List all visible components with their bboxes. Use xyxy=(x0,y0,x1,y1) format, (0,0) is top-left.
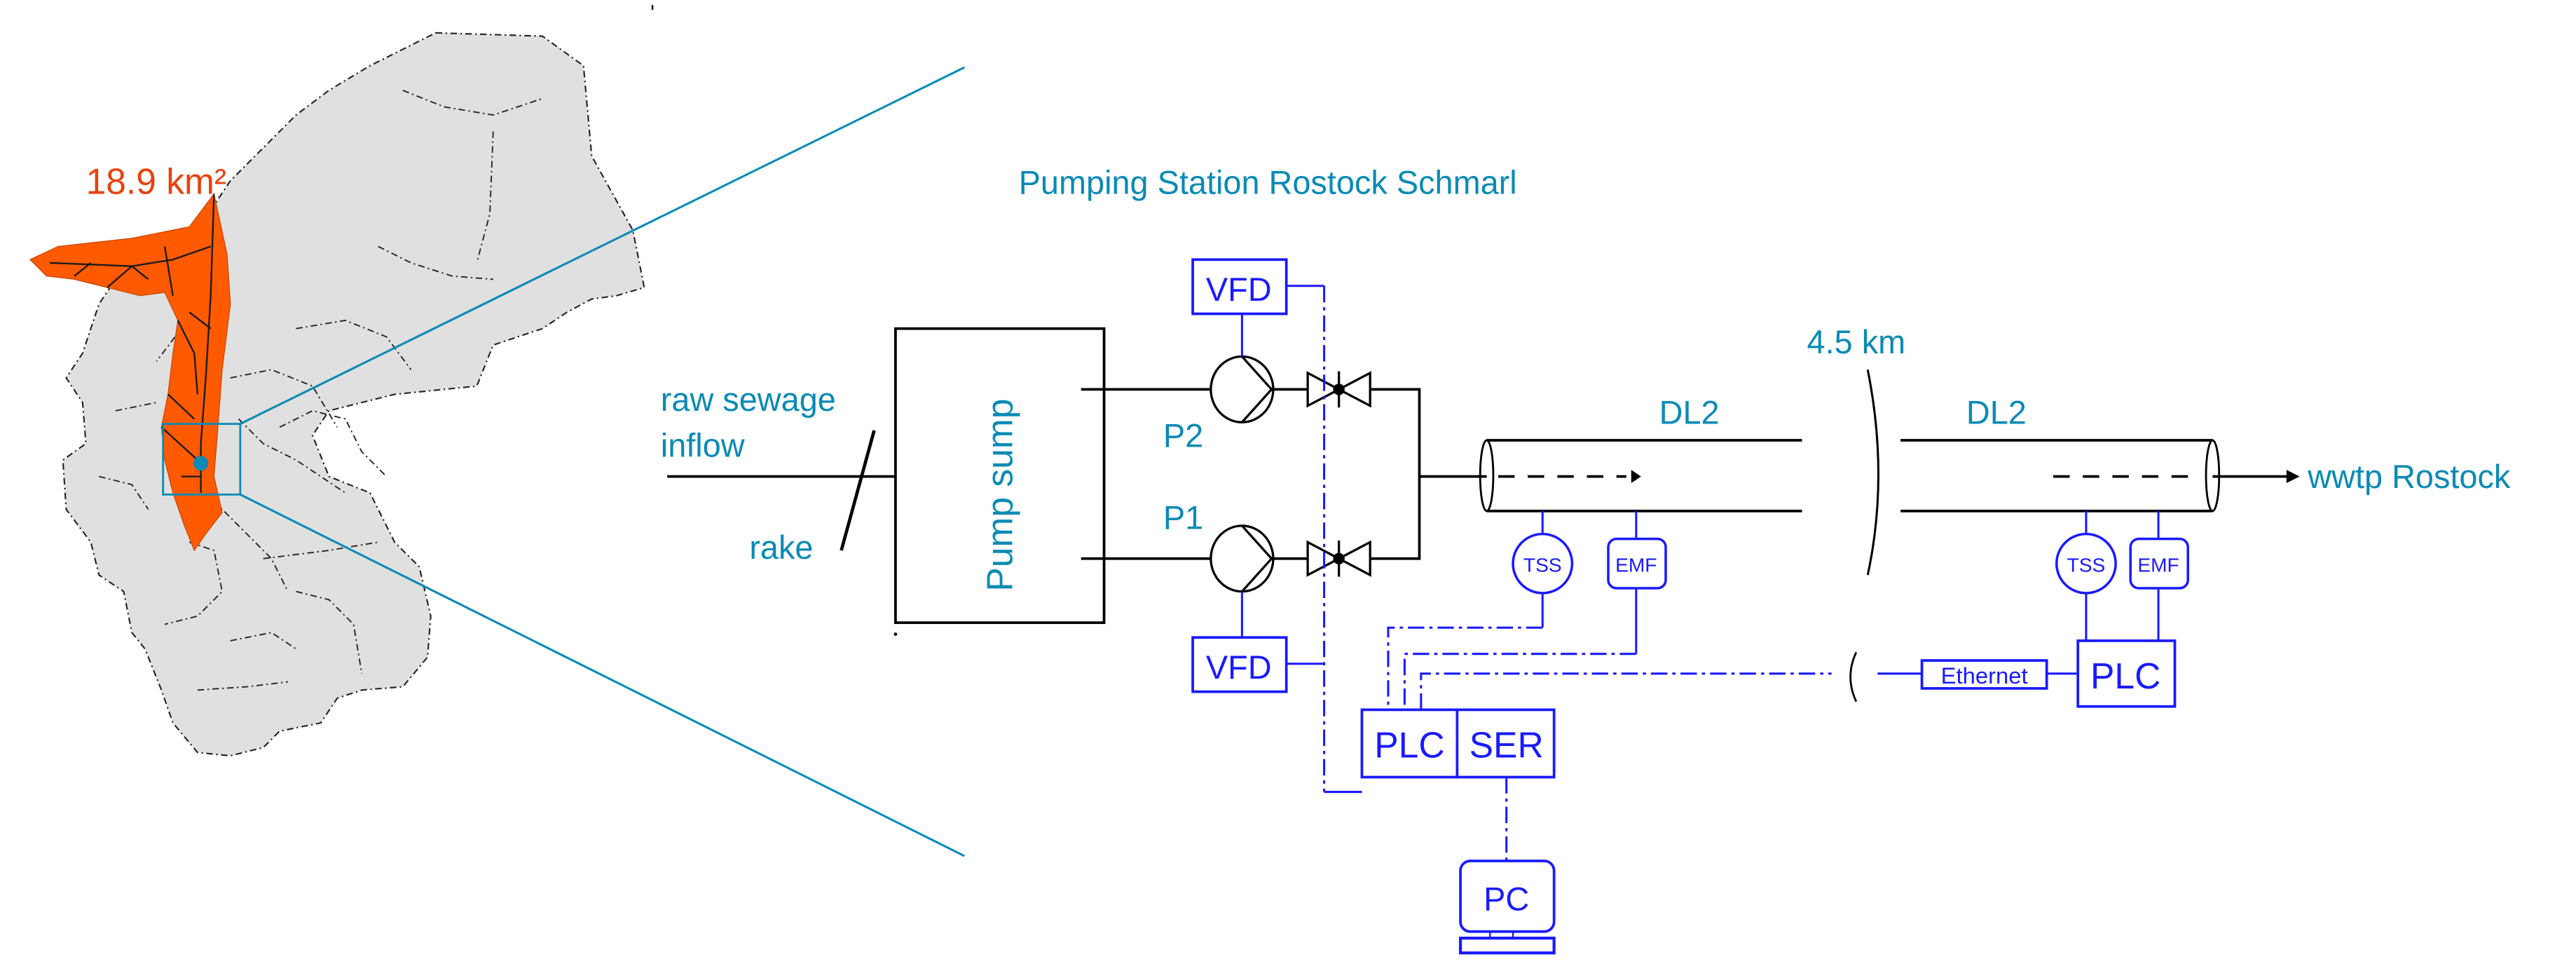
district-boundary xyxy=(238,418,346,494)
plc-remote xyxy=(2076,639,2177,708)
district-boundary xyxy=(99,475,149,510)
district-boundary xyxy=(115,402,157,412)
distance-label: 4.5 km xyxy=(1807,324,1906,360)
outlet-label: wwtp Rostock xyxy=(2307,459,2511,495)
tss-left-label: TSS xyxy=(1523,555,1562,576)
ser-module xyxy=(1455,708,1556,779)
district-boundary xyxy=(230,369,338,428)
inflow-label-line1: raw sewage xyxy=(661,381,836,418)
district-boundary xyxy=(230,632,297,650)
district-boundary xyxy=(296,590,363,674)
rake-label: rake xyxy=(749,529,813,566)
pc-icon xyxy=(1458,860,1556,955)
pressure-pipe-left xyxy=(1479,439,1802,512)
zoom-line-bottom xyxy=(240,494,966,857)
sewer-network xyxy=(49,193,215,494)
catchment-area-label: 18.9 km² xyxy=(86,161,227,202)
ethernet-label: Ethernet xyxy=(1941,663,2028,688)
vfd-top-label: VFD xyxy=(1206,271,1272,308)
manifold xyxy=(1370,388,1487,560)
city-map xyxy=(62,32,645,757)
plc-main-label: PLC xyxy=(1374,724,1444,765)
valve-p2 xyxy=(1306,371,1371,408)
ethernet-bus xyxy=(1420,672,1832,710)
district-boundary xyxy=(213,501,289,592)
distance-break xyxy=(1866,369,1880,576)
city-outline xyxy=(62,32,645,757)
district-boundary xyxy=(197,681,288,691)
pumping-station-marker xyxy=(193,456,209,471)
district-boundary xyxy=(164,541,224,625)
zoom-box xyxy=(162,423,242,496)
sump-dot xyxy=(893,632,898,636)
catchment-polygon xyxy=(29,193,231,552)
plc-remote-label: PLC xyxy=(2090,656,2160,696)
tss-left-bus xyxy=(1387,626,1543,710)
pressure-pipe-right xyxy=(1900,439,2300,512)
catchment-area xyxy=(29,193,231,552)
tss-right-label: TSS xyxy=(2067,555,2106,576)
vfd-bottom xyxy=(1191,636,1288,693)
vfd-bottom-label: VFD xyxy=(1206,649,1272,686)
rake-symbol xyxy=(840,430,876,551)
district-boundary xyxy=(263,541,378,559)
pipe-right-label: DL2 xyxy=(1966,395,2027,431)
valve-p1 xyxy=(1306,540,1371,577)
ser-label: SER xyxy=(1469,724,1544,765)
vfd-top xyxy=(1191,258,1288,315)
zoom-line-top xyxy=(240,66,966,425)
pump-p2-label: P2 xyxy=(1163,417,1203,454)
pc-label: PC xyxy=(1484,881,1529,917)
emf-left-label: EMF xyxy=(1615,555,1657,576)
pump-sump xyxy=(894,327,1106,625)
pipe-left-label: DL2 xyxy=(1659,395,1720,431)
emf-left-bus xyxy=(1403,653,1636,710)
pump-p1-label: P1 xyxy=(1163,500,1203,536)
emf-right-label: EMF xyxy=(2137,555,2179,576)
ethernet-break xyxy=(1849,651,1858,702)
diagram-title: Pumping Station Rostock Schmarl xyxy=(1019,165,1517,201)
inflow-label-line2: inflow xyxy=(661,427,745,463)
district-boundary xyxy=(402,90,543,116)
zoom-indicator xyxy=(162,66,966,857)
ethernet-module xyxy=(1920,659,2048,690)
vfd-bottom-bus xyxy=(1286,663,1362,794)
district-boundary xyxy=(279,409,388,477)
district-boundary xyxy=(296,320,412,370)
pump-p1 xyxy=(1210,524,1275,593)
pump-sump-label: Pump sump xyxy=(979,399,1020,592)
plc-main xyxy=(1360,708,1459,779)
pump-p2 xyxy=(1210,355,1275,423)
district-boundary xyxy=(378,245,493,280)
